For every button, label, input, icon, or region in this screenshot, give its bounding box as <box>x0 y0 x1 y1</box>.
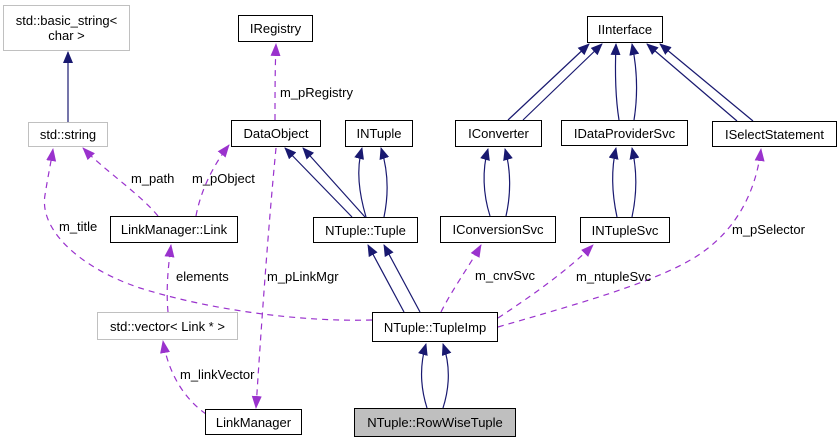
node-iconverter[interactable]: IConverter <box>455 120 542 147</box>
node-idataprovidersvc[interactable]: IDataProviderSvc <box>561 120 688 146</box>
edge-m-pregistry <box>270 43 281 121</box>
node-ntuple-tupleimp[interactable]: NTuple::TupleImp <box>372 312 498 342</box>
node-std-basic-string: std::basic_string< char > <box>3 5 130 51</box>
edge-iconverter-to-iinterface-2 <box>522 43 603 121</box>
edge-label-m-title: m_title <box>59 219 98 234</box>
edge-intuplesvc-to-idataprovidersvc-2 <box>629 147 640 218</box>
node-dataobject[interactable]: DataObject <box>231 120 321 147</box>
node-intuple[interactable]: INTuple <box>345 120 413 147</box>
edge-tuple-to-dataobject-2 <box>302 147 366 218</box>
edge-label-m-plinkmgr: m_pLinkMgr <box>267 269 339 284</box>
node-std-string: std::string <box>28 122 108 147</box>
node-iconversionsvc[interactable]: IConversionSvc <box>440 216 556 243</box>
edge-label-m-ntuplesvc: m_ntupleSvc <box>576 269 652 284</box>
edge-intuplesvc-to-idataprovidersvc-1 <box>608 147 619 218</box>
edge-label-m-pselector: m_pSelector <box>732 222 805 237</box>
edge-tuple-to-intuple-1 <box>354 147 367 218</box>
edge-rowwisetuple-to-tupleimp-2 <box>441 343 452 409</box>
node-linkmanager-link[interactable]: LinkManager::Link <box>110 216 238 243</box>
edge-tupleimp-to-tuple-2 <box>383 244 421 313</box>
edge-iconversionsvc-to-iconverter-1 <box>480 148 491 217</box>
node-iselectstatement[interactable]: ISelectStatement <box>712 121 837 147</box>
edge-label-elements: elements <box>176 269 229 284</box>
edge-label-m-cnvsvc: m_cnvSvc <box>475 268 535 283</box>
edge-rowwisetuple-to-tupleimp-1 <box>418 343 428 409</box>
node-iregistry[interactable]: IRegistry <box>238 15 313 42</box>
edge-label-m-path: m_path <box>131 171 175 186</box>
edge-iselectstatement-to-iinterface-2 <box>659 43 754 122</box>
node-iinterface[interactable]: IInterface <box>587 16 663 43</box>
edge-tuple-to-dataobject-1 <box>284 147 353 218</box>
node-linkmanager[interactable]: LinkManager <box>205 409 302 435</box>
node-std-vector-link: std::vector< Link * > <box>97 312 238 340</box>
edge-elements <box>164 244 175 313</box>
edge-iselectstatement-to-iinterface-1 <box>646 43 738 122</box>
edge-label-m-pregistry: m_pRegistry <box>280 85 353 100</box>
edge-iconverter-to-iinterface-1 <box>507 43 590 121</box>
edge-label-m-pobject: m_pObject <box>192 171 255 186</box>
edge-idataprovidersvc-to-iinterface-1 <box>610 43 621 121</box>
edge-tupleimp-to-tuple-1 <box>367 244 405 313</box>
node-intuplesvc[interactable]: INTupleSvc <box>580 217 670 243</box>
edge-label-m-linkvector: m_linkVector <box>180 367 255 382</box>
node-ntuple-rowwisetuple: NTuple::RowWiseTuple <box>354 408 516 437</box>
node-ntuple-tuple[interactable]: NTuple::Tuple <box>313 217 418 243</box>
edge-idataprovidersvc-to-iinterface-2 <box>629 43 640 121</box>
edge-tuple-to-intuple-2 <box>379 147 390 218</box>
edge-iconversionsvc-to-iconverter-2 <box>503 148 513 217</box>
